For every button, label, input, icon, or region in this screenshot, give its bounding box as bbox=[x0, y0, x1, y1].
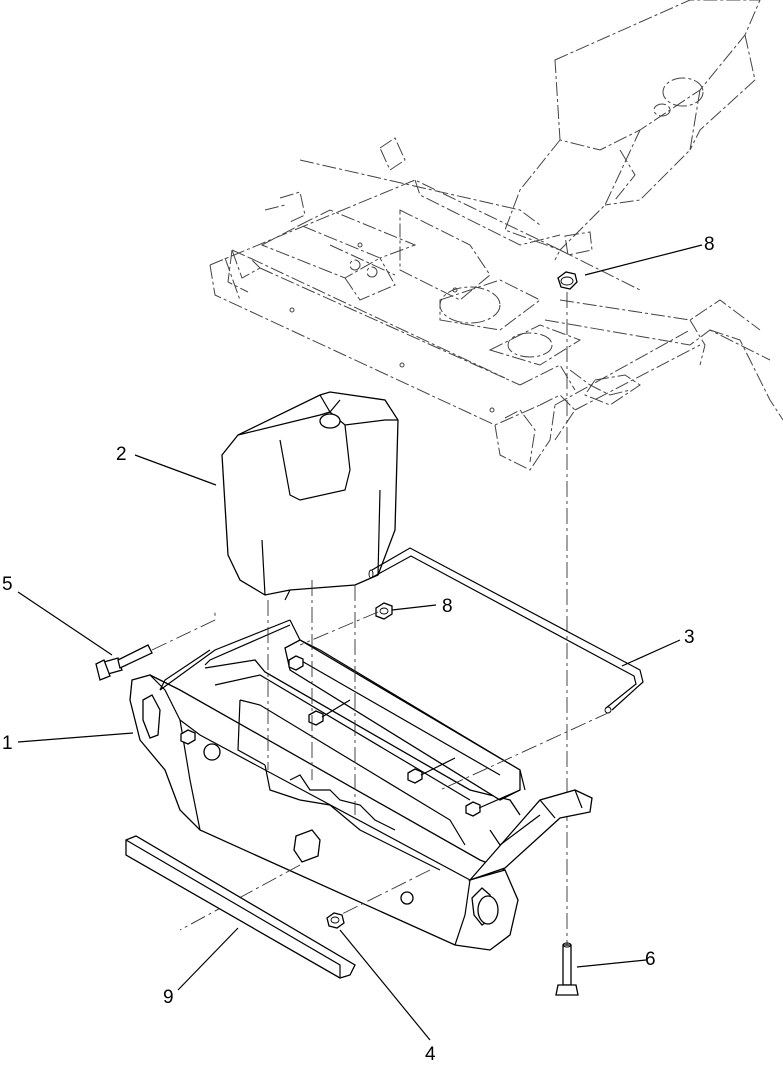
item-6-bolt bbox=[555, 942, 579, 996]
callout-6: 6 bbox=[645, 949, 656, 970]
bracket-bolt-heads bbox=[180, 655, 521, 817]
callout-labels: 8 2 5 8 3 1 6 9 4 bbox=[2, 234, 715, 1065]
item-9-strip bbox=[125, 835, 356, 979]
item-8-lower-nut bbox=[375, 602, 393, 620]
callout-1: 1 bbox=[2, 733, 13, 754]
callout-5: 5 bbox=[2, 574, 13, 595]
item-8-upper-nut bbox=[557, 271, 578, 290]
callout-8-lower: 8 bbox=[442, 596, 453, 617]
frame-phantom bbox=[209, 0, 783, 471]
callout-2: 2 bbox=[116, 444, 127, 465]
item-2-weight bbox=[221, 391, 399, 601]
callout-3: 3 bbox=[684, 627, 695, 648]
alignment-lines bbox=[151, 580, 611, 931]
item-3-rod bbox=[368, 547, 644, 714]
item-1-bracket bbox=[129, 619, 593, 951]
item-5-bolt bbox=[95, 644, 153, 681]
callout-9: 9 bbox=[163, 987, 174, 1008]
item-4-nut bbox=[326, 912, 345, 929]
callout-4: 4 bbox=[425, 1044, 436, 1065]
leader-lines bbox=[17, 244, 703, 1041]
callout-8-upper: 8 bbox=[704, 234, 715, 255]
